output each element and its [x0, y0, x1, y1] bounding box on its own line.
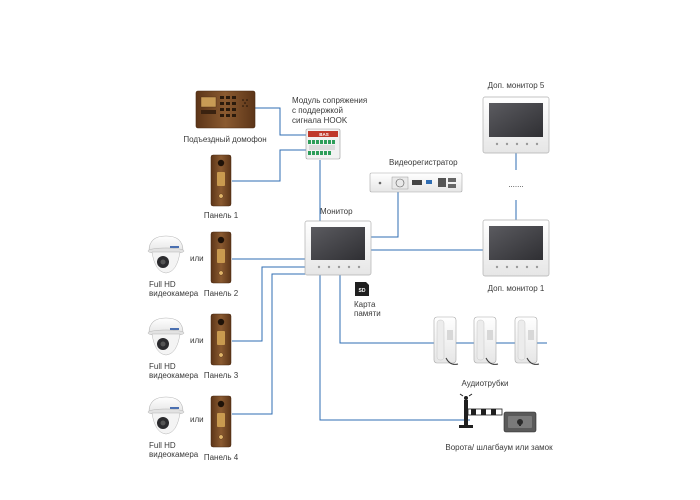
panel1-label: Панель 1: [203, 211, 239, 220]
electric-lock-icon: [503, 411, 537, 433]
camera-3-label-line1: Full HD: [149, 441, 176, 450]
camera-3-label-line2: видеокамера: [149, 450, 199, 459]
panel2-label: Панель 2: [203, 289, 239, 298]
extra-monitor-1: [482, 219, 550, 277]
extra-monitor5-label: Доп. монитор 5: [487, 81, 545, 90]
extra-monitor-5: [482, 96, 550, 154]
wire-monitor-dvr: [370, 190, 399, 238]
wire-panel1-module: [232, 149, 306, 182]
entrance-intercom: [195, 90, 256, 129]
interface-module: BAS: [305, 128, 341, 160]
gate-label: Ворота/ шлагбаум или замок: [445, 443, 553, 452]
extra-monitor1-label: Доп. монитор 1: [487, 284, 545, 293]
module-label-line2: с поддержкой: [292, 106, 343, 115]
camera-2-label-line1: Full HD: [149, 362, 176, 371]
camera-1-label-line1: Full HD: [149, 280, 176, 289]
or-label-3: или: [190, 336, 204, 345]
dome-camera-2: [147, 317, 185, 356]
dvr-label: Видеорегистратор: [389, 158, 458, 167]
or-label-2: или: [190, 254, 204, 263]
wire-intercom-module: [255, 107, 306, 136]
video-recorder: [369, 172, 463, 193]
call-panel-4: [210, 395, 232, 448]
module-label-line1: Модуль сопряжения: [292, 96, 368, 105]
wire-monitor-gate: [319, 275, 470, 421]
camera-2-label-line2: видеокамера: [149, 371, 199, 380]
intercom-label: Подъездный домофон: [183, 135, 267, 144]
main-monitor: [304, 220, 372, 276]
call-panel-2: [210, 231, 232, 284]
dome-camera-3: [147, 396, 185, 435]
handsets-label: Аудиотрубки: [461, 379, 509, 388]
memory-card-sd-text: SD: [359, 288, 366, 294]
wire-panel4-monitor: [232, 273, 305, 415]
wire-panel3-monitor: [232, 266, 305, 342]
monitor-chain-dots: .......: [508, 180, 524, 189]
call-panel-1: [210, 154, 232, 207]
camera-1-label-line2: видеокамера: [149, 289, 199, 298]
audio-handset-3: [514, 316, 540, 365]
module-label-line3: сигнала HOOK: [292, 116, 348, 125]
memory-card-label-line1: Карта: [354, 300, 376, 309]
panel3-label: Панель 3: [203, 371, 239, 380]
dome-camera-1: [147, 235, 185, 274]
barrier-icon: [459, 393, 503, 428]
call-panel-3: [210, 313, 232, 366]
audio-handset-2: [473, 316, 499, 365]
memory-card-icon: SD: [355, 282, 369, 296]
monitor-label: Монитор: [320, 207, 353, 216]
audio-handset-1: [433, 316, 459, 365]
memory-card-label-line2: памяти: [354, 309, 381, 318]
module-brand-text: BAS: [319, 132, 329, 137]
panel4-label: Панель 4: [203, 453, 239, 462]
or-label-4: или: [190, 415, 204, 424]
